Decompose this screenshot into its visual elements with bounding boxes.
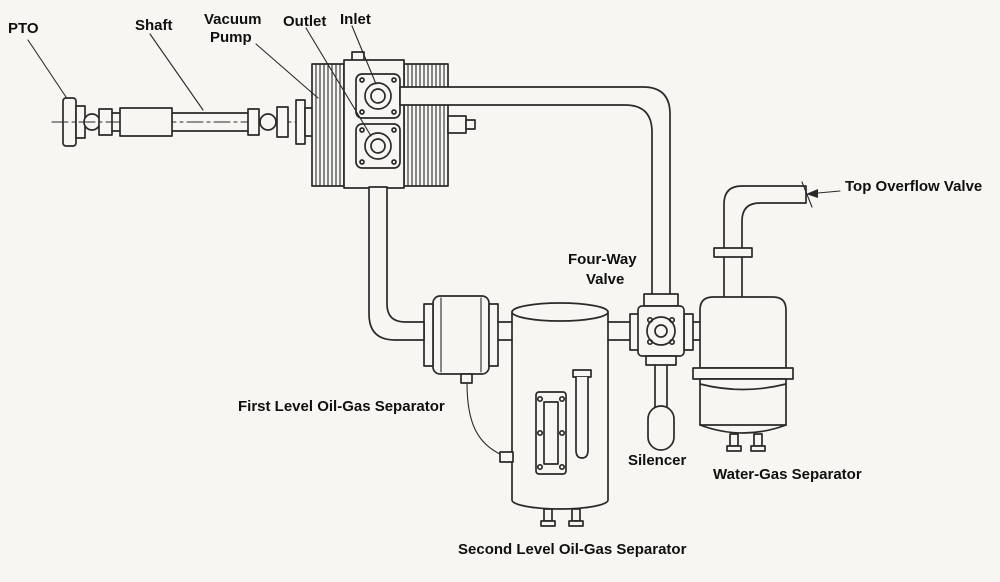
diagram-linework bbox=[27, 25, 841, 527]
level-tube bbox=[575, 376, 589, 459]
drive-shaft-drawing bbox=[51, 99, 353, 145]
pump-shaft-end bbox=[447, 115, 467, 134]
shaft-joint-cross-icon bbox=[259, 113, 277, 131]
pto-leader-line bbox=[27, 39, 67, 98]
label-first-level-separator: First Level Oil-Gas Separator bbox=[238, 398, 445, 415]
label-silencer: Silencer bbox=[628, 452, 687, 469]
vacuum-pump-leader-line bbox=[255, 43, 319, 99]
label-outlet: Outlet bbox=[283, 13, 326, 30]
label-four-way-valve-line2: Valve bbox=[586, 271, 624, 288]
label-top-overflow-valve: Top Overflow Valve bbox=[845, 178, 982, 195]
four-way-valve-drawing bbox=[629, 293, 694, 366]
pipe-flange bbox=[713, 247, 753, 258]
outlet-pipe-drawing bbox=[368, 186, 701, 341]
first-level-separator-drawing bbox=[423, 295, 503, 456]
sight-glass bbox=[535, 391, 567, 475]
label-second-level-separator: Second Level Oil-Gas Separator bbox=[458, 541, 687, 558]
label-vacuum-pump-line1: Vacuum bbox=[204, 11, 262, 28]
four-way-valve-body bbox=[637, 305, 685, 357]
label-pto: PTO bbox=[8, 20, 39, 37]
water-gas-separator-drawing bbox=[692, 296, 794, 452]
second-level-separator-drawing bbox=[499, 302, 609, 527]
silencer-drawing bbox=[647, 364, 675, 451]
leader-lines bbox=[27, 25, 841, 198]
outlet-port-flange bbox=[355, 123, 401, 169]
inlet-port bbox=[364, 82, 392, 110]
label-four-way-valve-line1: Four-Way bbox=[568, 251, 637, 268]
label-shaft: Shaft bbox=[135, 17, 173, 34]
label-vacuum-pump-line2: Pump bbox=[210, 29, 252, 46]
water-separator-lower-shell bbox=[699, 378, 787, 426]
overflow-arrowhead-icon bbox=[806, 189, 818, 198]
shaft-leader-line bbox=[149, 33, 204, 111]
diagram-labels: PTO Shaft Vacuum Pump Outlet Inlet Top O… bbox=[8, 11, 982, 558]
oil-return-line bbox=[466, 382, 503, 456]
label-inlet: Inlet bbox=[340, 11, 371, 28]
outlet-leader-line bbox=[305, 27, 372, 137]
outlet-port bbox=[364, 132, 392, 160]
inlet-leader-line bbox=[351, 25, 377, 85]
four-way-valve-face bbox=[646, 316, 676, 346]
second-separator-side-fitting bbox=[499, 451, 514, 463]
water-separator-upper-shell bbox=[699, 296, 787, 369]
overflow-arrow-line bbox=[817, 190, 841, 194]
label-water-gas-separator: Water-Gas Separator bbox=[713, 466, 862, 483]
silencer-body bbox=[647, 405, 675, 451]
pump-right-fin-block bbox=[403, 63, 449, 187]
first-separator-drain bbox=[460, 373, 473, 384]
